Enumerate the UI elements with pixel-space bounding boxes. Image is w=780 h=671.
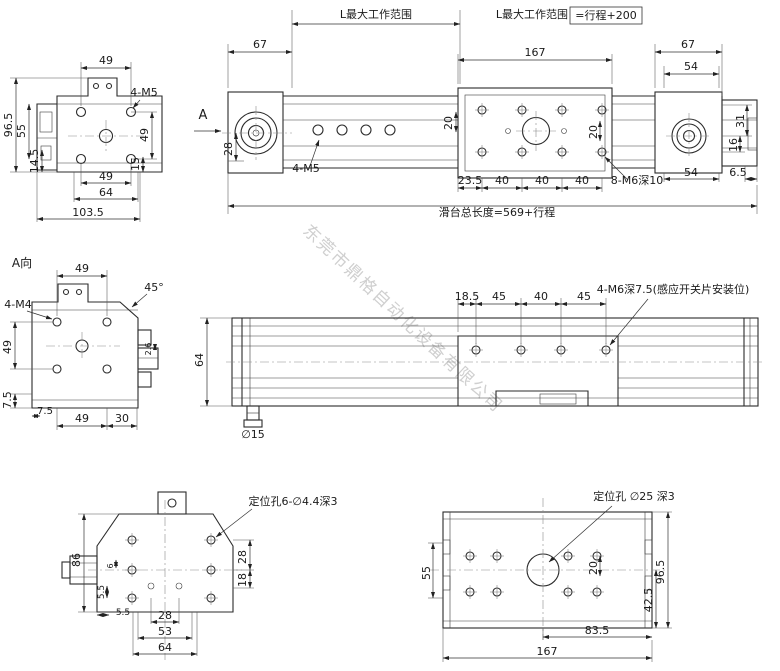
- side-view-main-thread-note-4m5: 4-M5: [292, 162, 319, 175]
- end-view-bottom-left-note-locating-holes: 定位孔6-∅4.4深3: [248, 494, 337, 508]
- side-view-main-dim-l-max-range: L最大工作范围: [340, 7, 412, 21]
- side-view-main-dim-16: 16: [727, 138, 740, 152]
- end-view-top-left-dim-55: 55: [15, 124, 28, 138]
- side-view-main-view-arrow-label-a: A: [199, 108, 208, 123]
- bottom-view-dim-42-5: 42.5: [642, 588, 655, 613]
- stroke-note-box: [569, 6, 643, 25]
- end-view-top-left-dim-64: 64: [99, 186, 113, 199]
- top-view-dim-45-a: 45: [492, 290, 506, 303]
- end-view-a-dim-30: 30: [115, 412, 129, 425]
- end-view-bottom-left-dim-53: 53: [158, 625, 172, 638]
- side-view-main: [194, 6, 758, 214]
- side-view-main-note-l-max-range: L最大工作范围: [496, 7, 568, 21]
- end-view-bottom-left-dim-86: 86: [70, 553, 83, 567]
- side-view-main-dim-54-top: 54: [684, 60, 698, 73]
- end-view-bottom-left-dim-64: 64: [158, 641, 172, 654]
- side-view-main-note-l-equation: =行程+200: [575, 9, 636, 22]
- end-view-top-left-dim-49-right: 49: [138, 128, 151, 142]
- end-view-top-left-dim-96-5: 96.5: [2, 113, 15, 138]
- watermark: 东莞市鼎格自动化设备有限公司: [299, 221, 507, 417]
- side-view-main-dimensions: [194, 6, 758, 214]
- top-view: [200, 298, 764, 428]
- side-view-main-dim-67-right: 67: [681, 38, 695, 51]
- end-view-a-dim-2-6: 2.6: [144, 343, 153, 356]
- side-view-main-dim-167: 167: [525, 46, 546, 59]
- side-view-main-dim-23-5: 23.5: [458, 174, 483, 187]
- end-view-bottom-left-dim-6: 6: [106, 563, 115, 568]
- end-view-a-dimensions: [10, 270, 158, 430]
- bottom-view-note-locating-hole-25: 定位孔 ∅25 深3: [593, 489, 675, 503]
- side-view-main-dim-67-left: 67: [253, 38, 267, 51]
- side-view-main-dim-40-c: 40: [575, 174, 589, 187]
- end-view-top-left-dim-49-top: 49: [99, 54, 113, 67]
- end-view-bottom-left-dim-5-5-bottom: 5.5: [116, 608, 130, 618]
- end-view-top-left-dim-103-5: 103.5: [72, 206, 104, 219]
- side-view-main-dim-20-left: 20: [442, 116, 455, 130]
- end-view-a-dim-45-deg: 45°: [144, 281, 164, 294]
- end-view-top-left-dimensions: [10, 62, 157, 222]
- end-view-a-thread-note-4m4: 4-M4: [4, 298, 31, 311]
- end-view-bottom-left-dim-5-5-left: 5.5: [97, 585, 107, 599]
- end-view-top-left-dim-15: 15: [129, 157, 142, 171]
- end-view-bottom-left: [61, 491, 254, 660]
- top-view-dim-40: 40: [534, 290, 548, 303]
- top-view-dim-shaft-diameter: ∅15: [241, 428, 265, 441]
- end-view-a-dim-7-5-bottom: 7.5: [37, 406, 53, 417]
- end-view-bottom-left-dimensions: [78, 508, 254, 657]
- end-view-bottom-left-dim-18: 18: [236, 573, 249, 587]
- end-view-bottom-left-dim-28-bottom: 28: [158, 609, 172, 622]
- top-view-dim-64: 64: [193, 353, 206, 367]
- side-view-main-dim-20-right: 20: [587, 125, 600, 139]
- end-view-a-dim-49-bottom: 49: [75, 412, 89, 425]
- bottom-view-dim-96-5: 96.5: [654, 560, 667, 585]
- side-view-main-dim-40-a: 40: [495, 174, 509, 187]
- end-view-a-dim-49-left: 49: [1, 340, 14, 354]
- bottom-view-dim-167: 167: [537, 645, 558, 658]
- side-view-main-dim-28: 28: [222, 142, 235, 156]
- bottom-view-dim-83-5: 83.5: [585, 624, 610, 637]
- side-view-main-dim-31: 31: [734, 114, 747, 128]
- top-view-dim-45-b: 45: [577, 290, 591, 303]
- end-view-top-left-dim-49-bottom: 49: [99, 170, 113, 183]
- top-view-dimensions: [200, 298, 649, 407]
- end-view-a: [10, 270, 159, 430]
- bottom-view-dimensions: [428, 505, 672, 662]
- end-view-a-dim-7-5-left: 7.5: [1, 391, 14, 409]
- bottom-view-dim-55: 55: [420, 566, 433, 580]
- side-view-main-dim-6-5: 6.5: [729, 166, 747, 179]
- top-view-thread-note-4m6-sensor: 4-M6深7.5(感应开关片安装位): [597, 282, 750, 296]
- side-view-main-dim-total-length: 滑台总长度=569+行程: [439, 205, 555, 219]
- end-view-top-left-dim-14-5: 14.5: [28, 149, 41, 174]
- end-view-bottom-left-dim-28-right: 28: [236, 550, 249, 564]
- end-view-a-dim-49-top: 49: [75, 262, 89, 275]
- end-view-top-left: [10, 62, 163, 222]
- bottom-view: [428, 498, 672, 662]
- side-view-main-thread-note-8m6: 8-M6深10: [611, 174, 663, 187]
- bottom-view-dim-20: 20: [587, 561, 600, 575]
- end-view-a-view-label-a: A向: [12, 255, 32, 270]
- top-view-dim-18-5: 18.5: [455, 290, 480, 303]
- end-view-top-left-thread-note-4m5: 4-M5: [130, 86, 157, 99]
- side-view-main-dim-40-b: 40: [535, 174, 549, 187]
- side-view-main-dim-54-bottom: 54: [684, 166, 698, 179]
